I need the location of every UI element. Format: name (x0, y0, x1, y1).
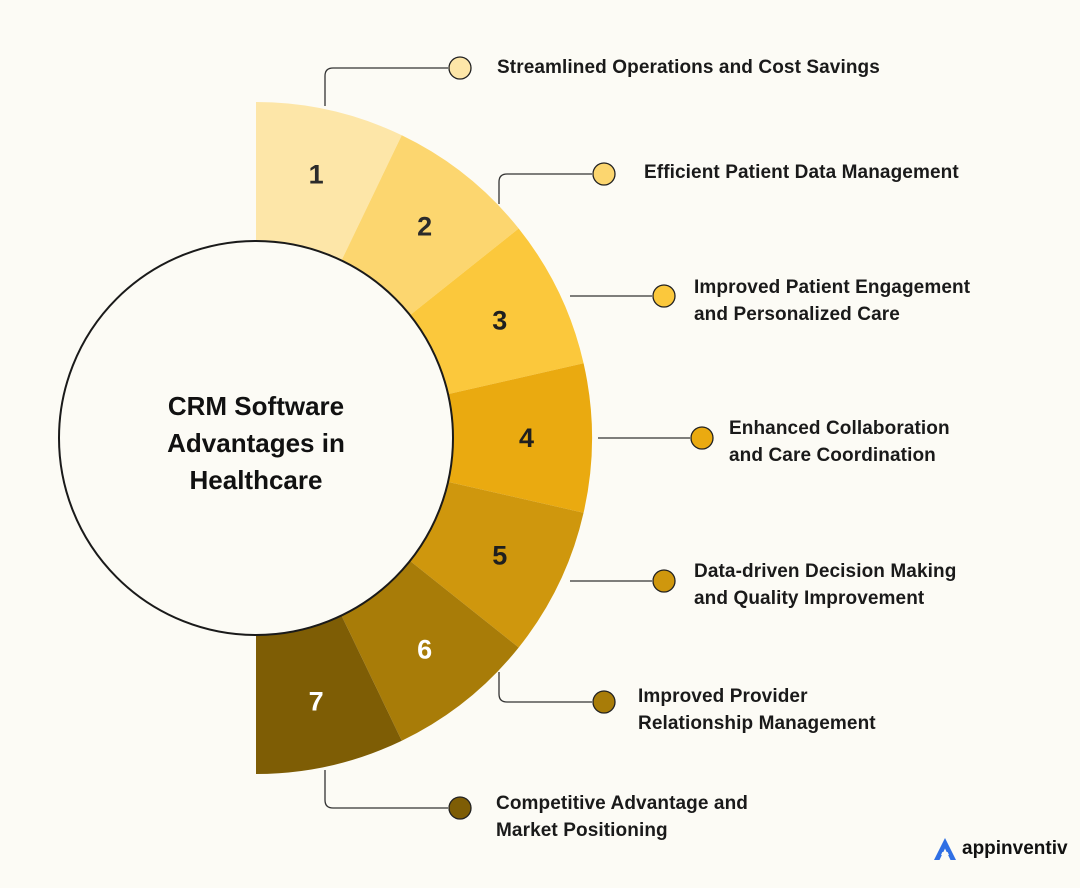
label-3-line-1: Improved Patient Engagement (694, 277, 971, 298)
label-6: Improved Provider Relationship Managemen… (638, 683, 876, 737)
connector-dot-7 (448, 796, 472, 820)
center-circle (58, 240, 454, 636)
segment-number-2: 2 (417, 212, 432, 242)
diagram-title: CRM Software Advantages in Healthcare (96, 388, 416, 499)
connector-6 (498, 672, 592, 703)
label-6-line-2: Relationship Management (638, 713, 876, 734)
connector-dot-3 (652, 284, 676, 308)
label-5-line-2: and Quality Improvement (694, 588, 925, 609)
segment-number-3: 3 (492, 306, 507, 336)
label-6-line-1: Improved Provider (638, 686, 808, 707)
segment-number-5: 5 (492, 540, 507, 570)
connector-dot-2 (592, 162, 616, 186)
segment-3 (410, 228, 584, 395)
connector-7 (324, 770, 448, 809)
label-4-line-2: and Care Coordination (729, 445, 936, 466)
connector-dot-4 (690, 426, 714, 450)
label-3-line-2: and Personalized Care (694, 304, 900, 325)
label-2: Efficient Patient Data Management (644, 159, 959, 186)
connector-dot-5 (652, 569, 676, 593)
title-line-2: Advantages in (167, 428, 345, 458)
label-7: Competitive Advantage and Market Positio… (496, 790, 748, 844)
segment-number-1: 1 (309, 159, 324, 189)
label-5: Data-driven Decision Making and Quality … (694, 558, 956, 612)
segment-number-4: 4 (519, 423, 534, 453)
label-4: Enhanced Collaboration and Care Coordina… (729, 415, 950, 469)
segment-number-7: 7 (309, 687, 324, 717)
label-3: Improved Patient Engagement and Personal… (694, 274, 970, 328)
label-2-line-1: Efficient Patient Data Management (644, 162, 959, 183)
segment-1 (256, 102, 402, 261)
connector-dot-6 (592, 690, 616, 714)
appinventiv-logo-icon (934, 838, 956, 860)
logo-text: appinventiv (962, 838, 1068, 859)
connectors-layer (324, 56, 714, 820)
title-line-1: CRM Software (167, 391, 345, 421)
brand-logo: appinventiv (932, 836, 1068, 862)
connector-2 (498, 173, 592, 204)
label-4-line-1: Enhanced Collaboration (729, 418, 950, 439)
label-5-line-1: Data-driven Decision Making (694, 561, 957, 582)
segments-layer: 1 2 3 4 5 6 7 (256, 102, 592, 774)
label-1: Streamlined Operations and Cost Savings (497, 54, 880, 81)
segment-number-6: 6 (417, 634, 432, 664)
segment-2 (341, 135, 519, 316)
connector-dot-1 (448, 56, 472, 80)
segment-5 (410, 481, 584, 648)
label-7-line-2: Market Positioning (496, 820, 668, 841)
connector-1 (324, 67, 448, 106)
segment-7 (256, 615, 402, 774)
title-line-3: Healthcare (189, 465, 323, 495)
label-1-line-1: Streamlined Operations and Cost Savings (497, 57, 880, 78)
segment-6 (341, 560, 519, 741)
label-7-line-1: Competitive Advantage and (496, 793, 749, 814)
segment-4 (448, 363, 592, 513)
